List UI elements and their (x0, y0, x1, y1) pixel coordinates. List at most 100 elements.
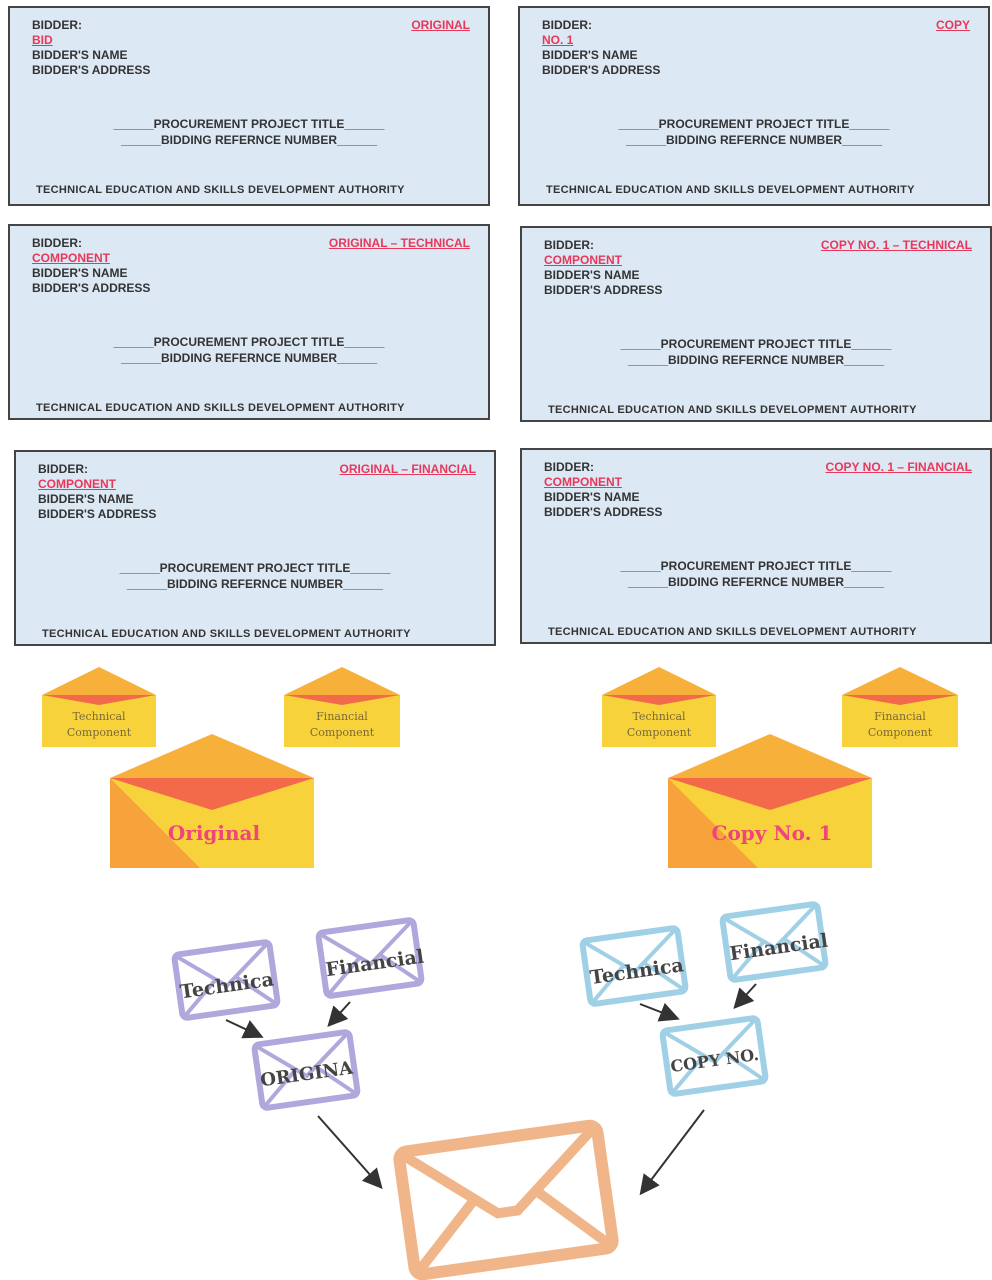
reference-number: BIDDING REFERNCE NUMBER (667, 575, 844, 589)
label-copy-financial: BIDDER: COMPONENT BIDDER'S NAME BIDDER'S… (520, 448, 992, 644)
project-block: ______PROCUREMENT PROJECT TITLE______ __… (618, 117, 890, 147)
project-title: PROCUREMENT PROJECT TITLE (660, 337, 852, 351)
envelope-label: ORIGINA (259, 1057, 355, 1091)
authority-text: TECHNICAL EDUCATION AND SKILLS DEVELOPME… (36, 402, 405, 414)
bidder-block: BIDDER: COMPONENT BIDDER'S NAME BIDDER'S… (32, 236, 150, 296)
label-tag: ORIGINAL – TECHNICAL (328, 236, 470, 250)
envelope-label: Financial (874, 710, 926, 723)
envelope-label: Component (310, 726, 375, 739)
project-block: ______PROCUREMENT PROJECT TITLE______ __… (620, 337, 892, 367)
project-block: ______PROCUREMENT PROJECT TITLE______ __… (113, 117, 385, 147)
authority-text: TECHNICAL EDUCATION AND SKILLS DEVELOPME… (36, 184, 405, 196)
envelope-label: Component (868, 726, 933, 739)
bidder-name: BIDDER'S NAME (544, 490, 640, 504)
project-block: ______PROCUREMENT PROJECT TITLE______ __… (119, 561, 391, 591)
bidder-name: BIDDER'S NAME (38, 492, 134, 506)
authority-text: TECHNICAL EDUCATION AND SKILLS DEVELOPME… (546, 184, 915, 196)
project-title: PROCUREMENT PROJECT TITLE (159, 561, 351, 575)
reference-number: BIDDING REFERNCE NUMBER (665, 133, 842, 147)
arrow (733, 983, 757, 1009)
bidder-block: BIDDER: BID BIDDER'S NAME BIDDER'S ADDRE… (32, 18, 150, 78)
bidder-name: BIDDER'S NAME (32, 48, 128, 62)
label-original-bid: BIDDER: BID BIDDER'S NAME BIDDER'S ADDRE… (8, 6, 490, 206)
envelope-icon: Financial Component (842, 667, 958, 747)
envelope-icon: Financial (315, 917, 425, 999)
bidder-red-line: COMPONENT (32, 251, 110, 265)
project-title: PROCUREMENT PROJECT TITLE (660, 559, 852, 573)
envelope-label: Financial (316, 710, 368, 723)
envelope-label: Component (67, 726, 132, 739)
envelope-icon: Technical Component (42, 667, 156, 747)
bidder-heading: BIDDER: (544, 460, 594, 474)
envelope-label: Original (168, 821, 261, 845)
label-original-financial: BIDDER: COMPONENT BIDDER'S NAME BIDDER'S… (14, 450, 496, 646)
bidder-red-line: COMPONENT (544, 253, 622, 267)
label-tag: COPY (935, 18, 970, 32)
bidder-red-line: BID (32, 33, 53, 47)
bidder-block: BIDDER: COMPONENT BIDDER'S NAME BIDDER'S… (544, 460, 662, 520)
envelope-label: Technical (72, 710, 126, 723)
bidder-heading: BIDDER: (38, 462, 88, 476)
envelope-icon (393, 1119, 619, 1280)
bidder-address: BIDDER'S ADDRESS (38, 507, 157, 521)
envelope-icon: Original (110, 734, 314, 868)
bidder-name: BIDDER'S NAME (544, 268, 640, 282)
arrow (639, 1002, 680, 1022)
envelope-label: COPY NO. (669, 1045, 760, 1076)
bidder-name: BIDDER'S NAME (32, 266, 128, 280)
bidder-heading: BIDDER: (32, 18, 82, 32)
label-tag: ORIGINAL – FINANCIAL (339, 462, 476, 476)
envelope-icon: ORIGINA (251, 1029, 361, 1111)
arrow (639, 1109, 705, 1196)
envelope-icon: Technica (171, 939, 281, 1021)
envelope-icon: Technical Component (602, 667, 716, 747)
bidder-block: BIDDER: COMPONENT BIDDER'S NAME BIDDER'S… (38, 462, 156, 522)
project-block: ______PROCUREMENT PROJECT TITLE______ __… (620, 559, 892, 589)
authority-text: TECHNICAL EDUCATION AND SKILLS DEVELOPME… (42, 628, 411, 640)
bidder-name: BIDDER'S NAME (542, 48, 638, 62)
label-original-technical: BIDDER: COMPONENT BIDDER'S NAME BIDDER'S… (8, 224, 490, 420)
project-title: PROCUREMENT PROJECT TITLE (153, 117, 345, 131)
bidder-address: BIDDER'S ADDRESS (32, 63, 151, 77)
bidder-address: BIDDER'S ADDRESS (544, 505, 663, 519)
bidder-red-line: NO. 1 (542, 33, 574, 47)
envelope-icon: Financial (719, 901, 829, 983)
envelope-icon: COPY NO. (659, 1015, 769, 1097)
envelope-icon: Copy No. 1 (668, 734, 872, 868)
bidder-heading: BIDDER: (32, 236, 82, 250)
bidder-red-line: COMPONENT (544, 475, 622, 489)
envelope-label: Copy No. 1 (712, 821, 833, 845)
bidder-address: BIDDER'S ADDRESS (32, 281, 151, 295)
envelope-label: Technica (179, 968, 275, 1003)
envelope-label: Technica (589, 954, 685, 989)
arrow (225, 1019, 264, 1039)
authority-text: TECHNICAL EDUCATION AND SKILLS DEVELOPME… (548, 626, 917, 638)
envelope-icon: Technica (579, 925, 689, 1007)
bidder-address: BIDDER'S ADDRESS (544, 283, 663, 297)
project-title: PROCUREMENT PROJECT TITLE (153, 335, 345, 349)
reference-number: BIDDING REFERNCE NUMBER (166, 577, 343, 591)
project-block: ______PROCUREMENT PROJECT TITLE______ __… (113, 335, 385, 365)
label-tag: ORIGINAL (411, 18, 470, 32)
reference-number: BIDDING REFERNCE NUMBER (160, 351, 337, 365)
project-title: PROCUREMENT PROJECT TITLE (658, 117, 850, 131)
bidder-heading: BIDDER: (542, 18, 592, 32)
envelope-label: Component (627, 726, 692, 739)
bidder-block: BIDDER: COMPONENT BIDDER'S NAME BIDDER'S… (544, 238, 662, 298)
bidder-heading: BIDDER: (544, 238, 594, 252)
label-copy-no1: BIDDER: NO. 1 BIDDER'S NAME BIDDER'S ADD… (518, 6, 990, 206)
label-tag: COPY NO. 1 – FINANCIAL (825, 460, 972, 474)
label-tag: COPY NO. 1 – TECHNICAL (820, 238, 972, 252)
bidder-red-line: COMPONENT (38, 477, 116, 491)
bidder-address: BIDDER'S ADDRESS (542, 63, 661, 77)
reference-number: BIDDING REFERNCE NUMBER (667, 353, 844, 367)
reference-number: BIDDING REFERNCE NUMBER (160, 133, 337, 147)
bidder-block: BIDDER: NO. 1 BIDDER'S NAME BIDDER'S ADD… (542, 18, 660, 78)
arrow (327, 1001, 351, 1027)
envelope-icon: Financial Component (284, 667, 400, 747)
label-copy-technical: BIDDER: COMPONENT BIDDER'S NAME BIDDER'S… (520, 226, 992, 422)
arrow (317, 1115, 383, 1189)
envelope-label: Technical (632, 710, 686, 723)
authority-text: TECHNICAL EDUCATION AND SKILLS DEVELOPME… (548, 404, 917, 416)
